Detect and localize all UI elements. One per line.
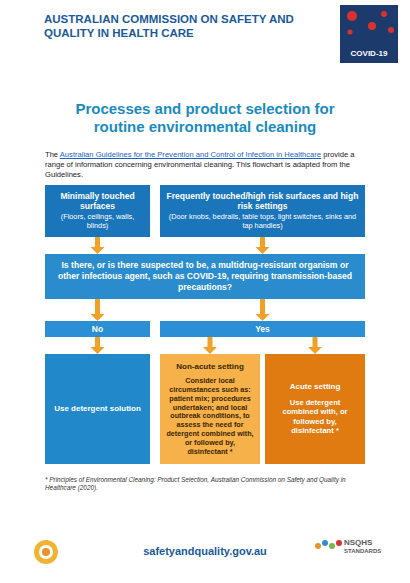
decision-box: Is there, or is there suspected to be, a… <box>45 254 365 299</box>
surface-box: Frequently touched/high risk surfaces an… <box>160 185 365 237</box>
box-heading: Frequently touched/high risk surfaces an… <box>166 191 359 211</box>
flow-arrow <box>203 337 217 354</box>
box-heading: No <box>49 324 146 334</box>
surface-box: Minimally touched surfaces (Floors, ceili… <box>45 185 150 237</box>
flow-arrow <box>308 337 322 354</box>
intro-text: The <box>45 150 58 159</box>
flow-arrow <box>91 237 105 254</box>
guideline-link: Australian Guidelines for the Prevention… <box>60 150 321 159</box>
badge-ground <box>340 5 398 63</box>
flow-arrow <box>256 299 270 321</box>
flow-arrow <box>91 337 105 354</box>
box-heading: Use detergent solution <box>51 404 144 414</box>
flow-arrow <box>256 237 270 254</box>
box-heading: COVID-19 <box>342 49 396 58</box>
virus-dots <box>347 11 394 35</box>
flow-arrow <box>91 299 105 321</box>
box-heading: Is there, or is there suspected to be, a… <box>55 260 355 292</box>
answer-bar: No <box>45 321 150 337</box>
footnote: * Principles of Environmental Cleaning: … <box>45 476 375 492</box>
box-body: Consider local circumstances such as: pa… <box>166 377 254 456</box>
outcome-box: Acute settingUse detergent combined with… <box>265 354 365 464</box>
box-body: (Floors, ceilings, walls, blinds) <box>50 213 145 231</box>
commission-logo <box>34 540 58 564</box>
organisation-name: AUSTRALIAN COMMISSION ON SAFETY AND QUAL… <box>44 12 314 41</box>
box-heading: Acute setting <box>271 382 359 392</box>
box-body: (Door knobs, bedrails, table tops, light… <box>166 213 359 231</box>
outcome-box: Use detergent solution <box>45 354 150 464</box>
covid-badge: COVID-19 <box>340 5 398 63</box>
outcome-box: Non-acute settingConsider local circumst… <box>160 354 260 464</box>
box-heading: Non-acute setting <box>166 362 254 372</box>
box-heading: Yes <box>164 324 361 334</box>
box-heading: Minimally touched surfaces <box>50 191 145 211</box>
answer-bar: Yes <box>160 321 365 337</box>
standards-mark: NSQHS <box>344 538 372 547</box>
nsqhs-logo <box>315 540 342 549</box>
title: Processes and product selection for rout… <box>60 100 350 136</box>
standards-mark: STANDARDS <box>344 548 381 554</box>
box-body: Use detergent combined with, or followed… <box>271 398 359 436</box>
intro-paragraph: The Australian Guidelines for the Preven… <box>45 150 367 180</box>
website: safetyandquality.gov.au <box>105 545 305 557</box>
